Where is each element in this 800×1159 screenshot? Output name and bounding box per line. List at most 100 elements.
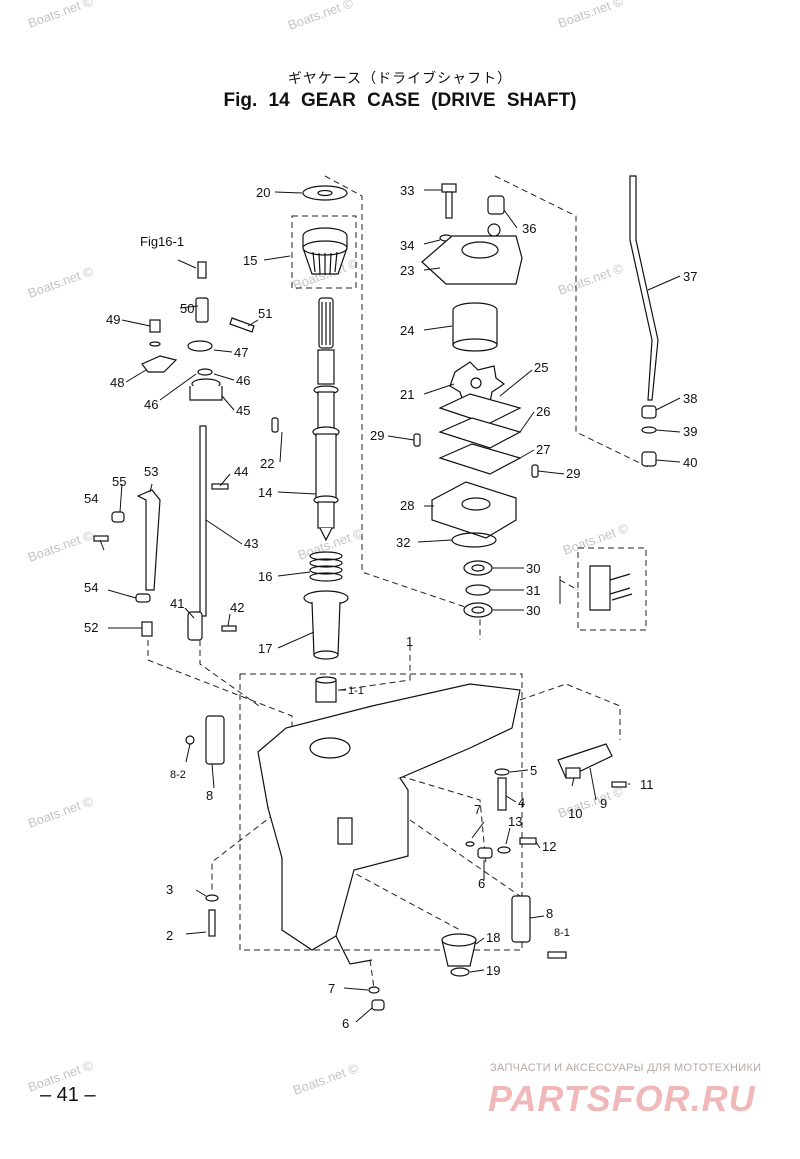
callout-24: 24 bbox=[400, 323, 414, 338]
bolt-33 bbox=[445, 191, 453, 219]
callout-25: 25 bbox=[534, 360, 548, 375]
callout-1: 1 bbox=[406, 634, 413, 649]
callout-6: 6 bbox=[478, 876, 485, 891]
callout-7: 7 bbox=[474, 802, 481, 817]
callout-41: 41 bbox=[170, 596, 184, 611]
link-fig16 bbox=[197, 261, 207, 279]
watermark: Boats.net © bbox=[26, 793, 96, 831]
callout-46: 46 bbox=[236, 373, 250, 388]
callout-7: 7 bbox=[328, 981, 335, 996]
pin-29 bbox=[413, 433, 421, 447]
pinion-gear-15 bbox=[302, 227, 348, 275]
clamp-55 bbox=[111, 511, 125, 523]
callout-43: 43 bbox=[244, 536, 258, 551]
guide-line bbox=[199, 640, 263, 709]
callout-49: 49 bbox=[106, 312, 120, 327]
gasket-7 bbox=[465, 841, 475, 847]
guide-line bbox=[559, 579, 579, 591]
callout-8: 8 bbox=[546, 906, 553, 921]
guide-line bbox=[339, 640, 411, 691]
callout-27: 27 bbox=[536, 442, 550, 457]
detail-outline-30 bbox=[577, 547, 647, 631]
page-title: Fig. 14 GEAR CASE (DRIVE SHAFT) bbox=[223, 90, 577, 111]
watermark: Boats.net © bbox=[561, 520, 631, 558]
callout-47: 47 bbox=[234, 345, 248, 360]
screw-54 bbox=[135, 593, 151, 603]
boot-45 bbox=[189, 378, 223, 401]
group-outline-1 bbox=[239, 673, 523, 951]
screw-12 bbox=[519, 837, 537, 845]
pin-42 bbox=[221, 625, 237, 632]
bracket-10 bbox=[565, 767, 581, 779]
guide-line bbox=[519, 683, 621, 740]
group-outline-15 bbox=[291, 215, 357, 289]
callout-40: 40 bbox=[683, 455, 697, 470]
gasket-7 bbox=[368, 986, 380, 994]
callout-8-2: 8-2 bbox=[170, 769, 186, 781]
washer-20-hole bbox=[317, 189, 333, 197]
callout-10: 10 bbox=[568, 806, 582, 821]
pin-51 bbox=[229, 317, 255, 333]
seal-detail-section bbox=[589, 565, 611, 611]
callout-44: 44 bbox=[234, 464, 248, 479]
callout-8: 8 bbox=[206, 788, 213, 803]
watermark: Boats.net © bbox=[556, 0, 626, 31]
pin-22 bbox=[271, 417, 279, 433]
watermark: Boats.net © bbox=[286, 0, 356, 33]
callout-46: 46 bbox=[144, 397, 158, 412]
callout-42: 42 bbox=[230, 600, 244, 615]
callout-14: 14 bbox=[258, 485, 272, 500]
callout-8-1: 8-1 bbox=[554, 927, 570, 939]
anode-8 bbox=[205, 715, 225, 765]
watermark: Boats.net © bbox=[26, 263, 96, 301]
parts-layer bbox=[93, 175, 659, 1011]
callout-31: 31 bbox=[526, 583, 540, 598]
callout-26: 26 bbox=[536, 404, 550, 419]
pinion-18 bbox=[441, 933, 477, 967]
o-ring-47 bbox=[187, 340, 213, 352]
washer-5 bbox=[494, 768, 510, 776]
pump-housing-23 bbox=[421, 223, 523, 285]
callout-54: 54 bbox=[84, 491, 98, 506]
callout-23: 23 bbox=[400, 263, 414, 278]
hose-53 bbox=[136, 489, 161, 591]
callout-16: 16 bbox=[258, 569, 272, 584]
guide-line bbox=[399, 775, 487, 865]
watermark: Boats.net © bbox=[26, 527, 96, 565]
washer-49 bbox=[149, 341, 161, 347]
oil-seal-30-hole bbox=[471, 606, 485, 614]
brand-logo: PARTSFOR.RU bbox=[488, 1078, 756, 1119]
brand-tagline: ЗАПЧАСТИ И АКСЕССУАРЫ ДЛЯ МОТОТЕХНИКИ bbox=[490, 1062, 762, 1074]
washer-3 bbox=[205, 894, 219, 902]
callout-52: 52 bbox=[84, 620, 98, 635]
gear-case-1 bbox=[257, 683, 521, 965]
impeller-21 bbox=[449, 361, 506, 405]
plate-26 bbox=[438, 417, 522, 449]
callout-2: 2 bbox=[166, 928, 173, 943]
drive-shaft-14 bbox=[312, 297, 340, 542]
callout-29: 29 bbox=[566, 466, 580, 481]
plug-6 bbox=[371, 999, 385, 1011]
bolt-8-1 bbox=[547, 951, 567, 959]
assembly-outlines bbox=[147, 175, 651, 989]
callout-5: 5 bbox=[530, 763, 537, 778]
callout-20: 20 bbox=[256, 185, 270, 200]
seal-40 bbox=[641, 451, 657, 467]
grommet-38 bbox=[641, 405, 657, 419]
callout-6: 6 bbox=[342, 1016, 349, 1031]
callout-53: 53 bbox=[144, 464, 158, 479]
callout-1-1: 1-1 bbox=[348, 685, 364, 697]
grommet-36 bbox=[487, 195, 505, 215]
callout-37: 37 bbox=[683, 269, 697, 284]
bolt-33-head bbox=[441, 183, 457, 193]
callout-28: 28 bbox=[400, 498, 414, 513]
callout-21: 21 bbox=[400, 387, 414, 402]
callout-51: 51 bbox=[258, 306, 272, 321]
washer-31 bbox=[465, 584, 491, 596]
guide-line bbox=[369, 959, 375, 989]
callout-50: 50 bbox=[180, 301, 194, 316]
callout-30: 30 bbox=[526, 561, 540, 576]
gasket-27 bbox=[438, 443, 522, 475]
watermark: Boats.net © bbox=[291, 1060, 361, 1098]
